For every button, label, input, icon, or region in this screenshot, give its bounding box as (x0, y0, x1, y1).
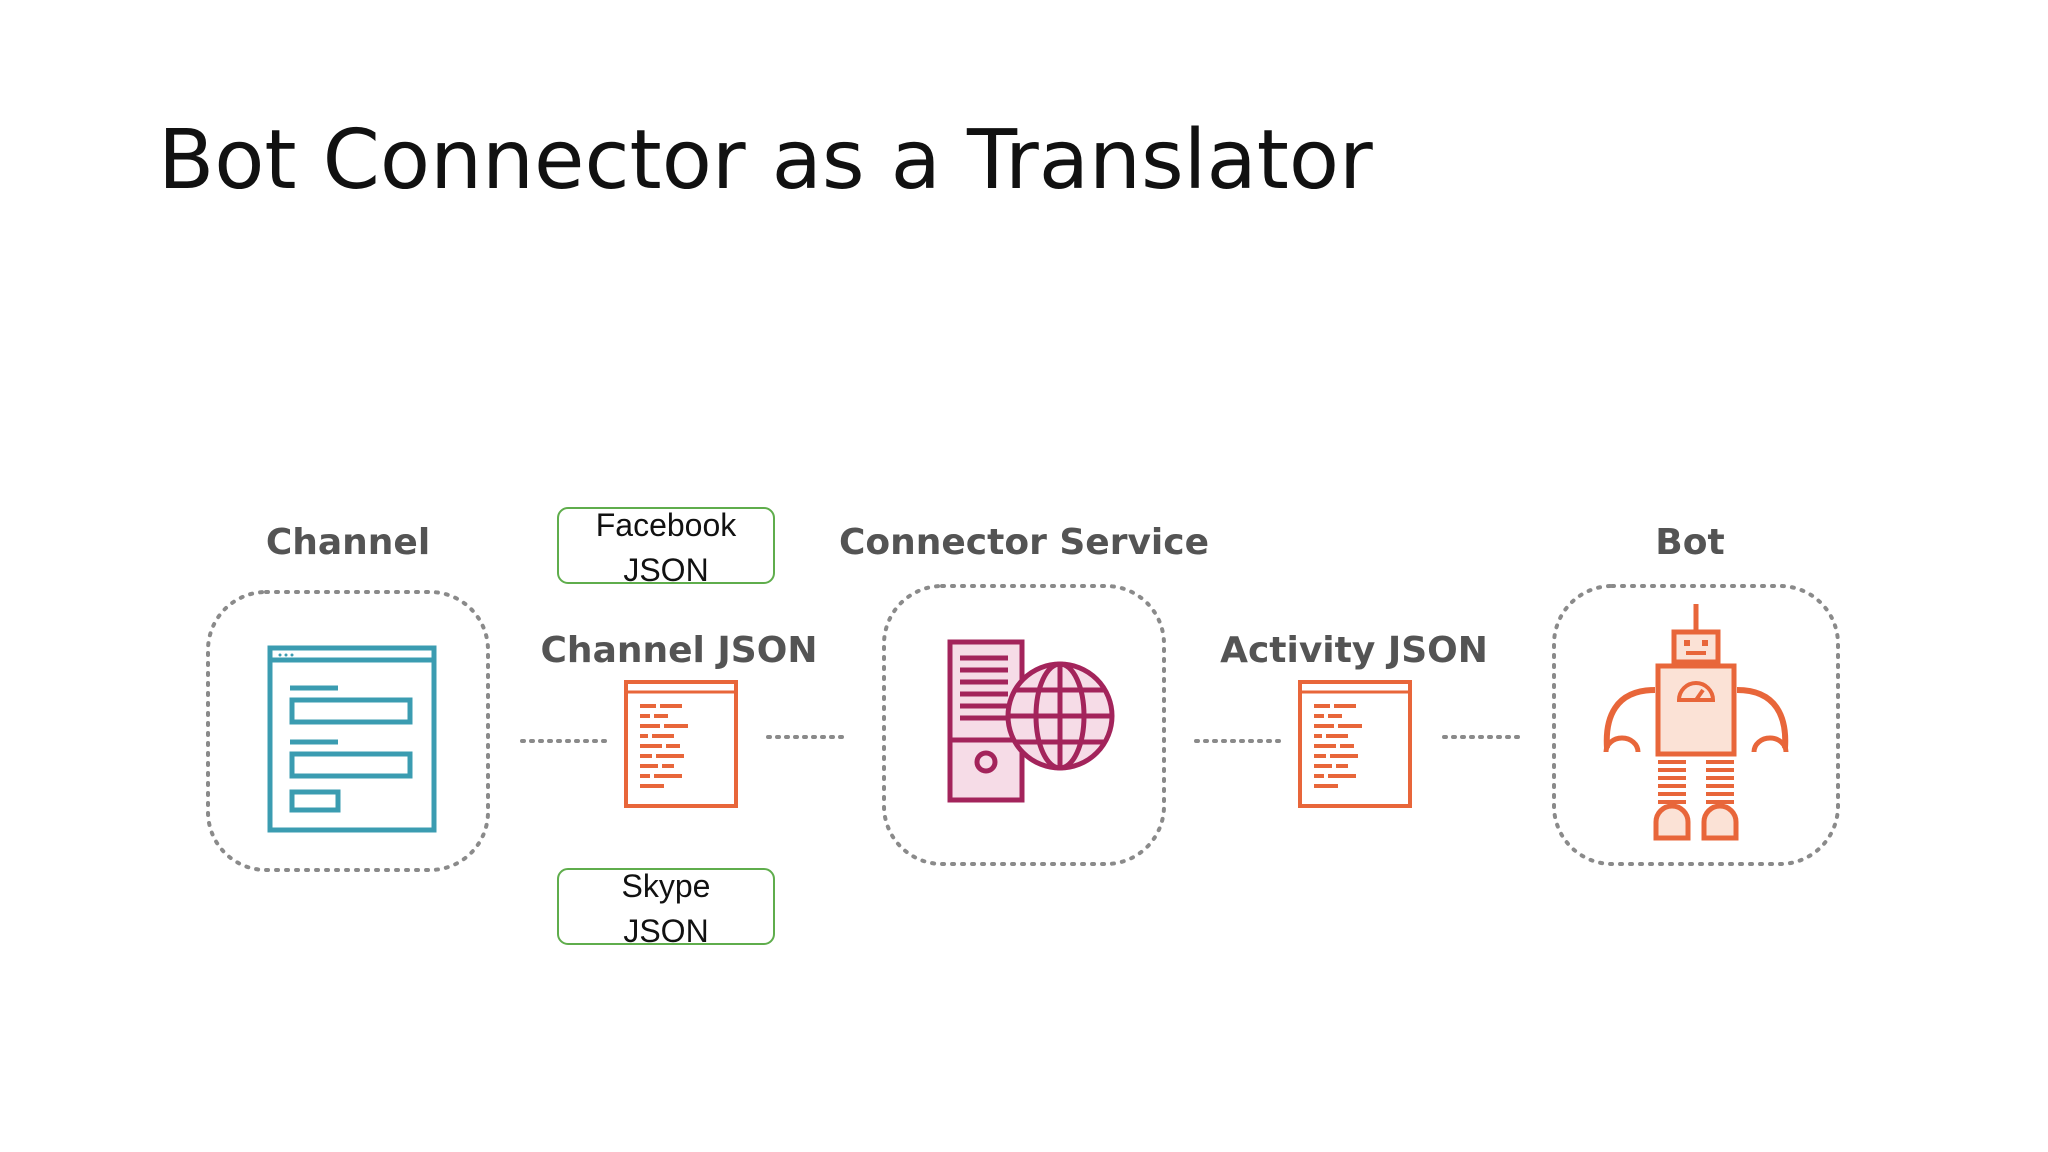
connector-service-label: Connector Service (839, 522, 1209, 563)
connector-service-container (882, 584, 1166, 866)
facebook-json-line1: Facebook (596, 507, 738, 543)
skype-json-line1: Skype (622, 868, 711, 904)
bot-container (1552, 584, 1840, 866)
json-document-icon (624, 680, 738, 808)
channel-container (206, 590, 490, 872)
skype-json-line2: JSON (623, 913, 708, 949)
facebook-json-callout: Facebook JSON (557, 507, 775, 588)
channel-label: Channel (266, 522, 430, 563)
json-document-icon (1298, 680, 1412, 808)
slide-title: Bot Connector as a Translator (158, 113, 1373, 208)
robot-icon (1603, 604, 1789, 841)
activity-json-label: Activity JSON (1220, 630, 1488, 671)
server-globe-icon (947, 639, 1115, 803)
channel-json-label: Channel JSON (541, 630, 818, 671)
bot-label: Bot (1655, 522, 1724, 563)
skype-json-callout: Skype JSON (557, 868, 775, 949)
facebook-json-line2: JSON (623, 552, 708, 588)
browser-window-icon (267, 645, 437, 833)
